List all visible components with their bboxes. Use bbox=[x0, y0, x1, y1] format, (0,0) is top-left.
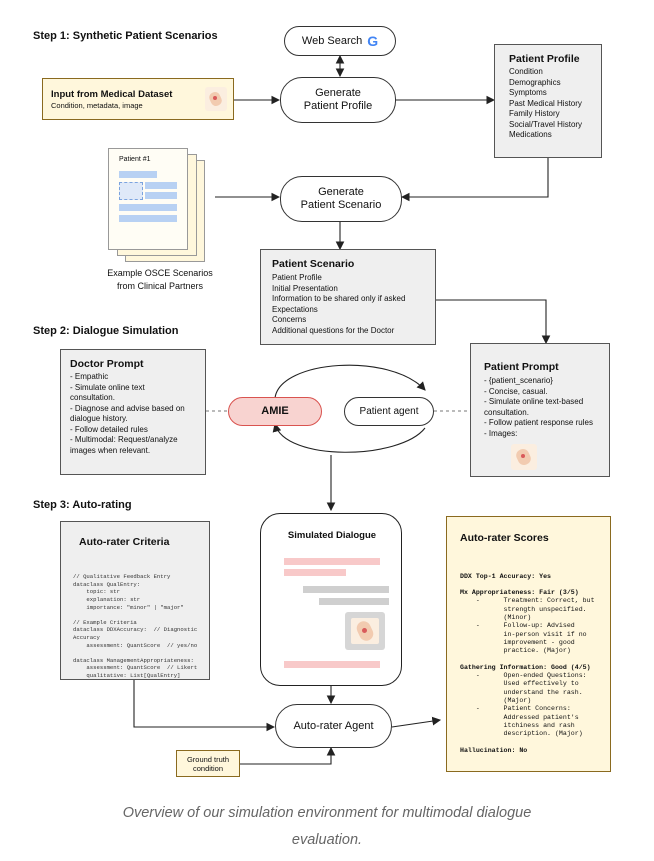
patient-prompt-item: - {patient_scenario} bbox=[484, 376, 553, 385]
generate-profile-line1: Generate bbox=[315, 87, 361, 99]
step2-heading: Step 2: Dialogue Simulation bbox=[33, 325, 179, 337]
doctor-prompt-item: consultation. bbox=[70, 393, 115, 402]
profile-item: Symptoms bbox=[509, 88, 547, 97]
step3-heading: Step 3: Auto-rating bbox=[33, 499, 132, 511]
patient-prompt-item: - Simulate online text-based bbox=[484, 397, 584, 406]
patient-prompt-item: consultation. bbox=[484, 407, 529, 417]
web-search-label: Web Search bbox=[301, 34, 363, 47]
doctor-prompt-item: - Simulate online text bbox=[70, 382, 145, 392]
scenario-item: Additional questions for the Doctor bbox=[272, 325, 395, 335]
generate-scenario-line2: Patient Scenario bbox=[300, 199, 382, 211]
caption-line2: evaluation. bbox=[291, 832, 363, 848]
auto-rater-scores-box: Auto-rater Scores DDX Top-1 Accuracy: Ye… bbox=[446, 516, 611, 772]
patient-prompt-box: Patient Prompt - {patient_scenario} - Co… bbox=[470, 343, 610, 477]
generate-scenario-line1: Generate bbox=[318, 186, 364, 198]
simulated-dialogue-box: Simulated Dialogue bbox=[260, 513, 402, 686]
scores-text: DDX Top-1 Accuracy: Yes Mx Appropriatene… bbox=[460, 572, 595, 754]
example-osce-label: Example OSCE Scenarios from Clinical Par… bbox=[90, 267, 230, 293]
figure-caption: Overview of our simulation environment f… bbox=[0, 800, 654, 854]
profile-item: Family History bbox=[509, 109, 560, 118]
doctor-prompt-item: images when relevant. bbox=[70, 445, 151, 455]
auto-rater-agent-label: Auto-rater Agent bbox=[293, 719, 374, 732]
scenario-item: Information to be shared only if asked bbox=[272, 294, 406, 303]
rash-image-icon bbox=[511, 444, 537, 470]
patient-agent-label: Patient agent bbox=[359, 406, 419, 417]
scenario-item: Concerns bbox=[272, 315, 307, 324]
doctor-prompt-item: - Empathic bbox=[70, 372, 109, 381]
profile-item: Social/Travel History bbox=[509, 119, 583, 129]
doctor-prompt-item: - Multimodal: Request/analyze bbox=[70, 435, 178, 444]
ground-truth-box: Ground truth condition bbox=[176, 750, 240, 777]
doctor-prompt-item: - Diagnose and advise based on bbox=[70, 403, 185, 413]
doctor-prompt-item: - Follow detailed rules bbox=[70, 424, 148, 434]
google-icon: G bbox=[367, 32, 379, 49]
example-label-line2: from Clinical Partners bbox=[116, 281, 204, 291]
patient-scenario-box: Patient Scenario Patient Profile Initial… bbox=[260, 249, 436, 345]
doctor-prompt-box: Doctor Prompt - Empathic - Simulate onli… bbox=[60, 349, 206, 475]
document-image-icon bbox=[119, 182, 143, 200]
patient-profile-box: Patient Profile Condition Demographics S… bbox=[494, 44, 602, 158]
patient-prompt-item: - Images: bbox=[484, 428, 518, 438]
dialogue-image-icon bbox=[345, 612, 385, 650]
step1-heading: Step 1: Synthetic Patient Scenarios bbox=[33, 30, 218, 42]
patient-scenario-title: Patient Scenario bbox=[272, 258, 355, 270]
web-search-node: Web Search G bbox=[284, 26, 396, 56]
profile-item: Medications bbox=[509, 130, 552, 139]
document-label: Patient #1 bbox=[119, 156, 151, 163]
example-label-line1: Example OSCE Scenarios bbox=[107, 268, 213, 278]
profile-item: Demographics bbox=[509, 77, 561, 87]
document-page: Patient #1 bbox=[108, 148, 188, 250]
profile-item: Past Medical History bbox=[509, 98, 582, 108]
amie-node: AMIE bbox=[228, 397, 322, 426]
scenario-item: Patient Profile bbox=[272, 273, 322, 282]
rash-image-icon bbox=[205, 87, 227, 111]
input-title: Input from Medical Dataset bbox=[51, 89, 173, 100]
caption-line1: Overview of our simulation environment f… bbox=[122, 805, 532, 821]
criteria-title: Auto-rater Criteria bbox=[79, 536, 170, 548]
patient-agent-node: Patient agent bbox=[344, 397, 434, 426]
scores-title: Auto-rater Scores bbox=[460, 532, 549, 544]
doctor-prompt-title: Doctor Prompt bbox=[70, 358, 144, 370]
amie-label: AMIE bbox=[261, 405, 289, 417]
input-subtitle: Condition, metadata, image bbox=[51, 101, 143, 110]
patient-prompt-title: Patient Prompt bbox=[484, 361, 559, 373]
generate-profile-node: Generate Patient Profile bbox=[280, 77, 396, 123]
doctor-prompt-item: dialogue history. bbox=[70, 414, 128, 423]
simulated-dialogue-title: Simulated Dialogue bbox=[287, 530, 377, 541]
auto-rater-agent-node: Auto-rater Agent bbox=[275, 704, 392, 748]
scenario-item: Initial Presentation bbox=[272, 283, 338, 293]
patient-profile-title: Patient Profile bbox=[509, 53, 580, 65]
profile-item: Condition bbox=[509, 67, 543, 76]
ground-truth-line2: condition bbox=[192, 764, 224, 773]
scenario-item: Expectations bbox=[272, 304, 318, 314]
auto-rater-criteria-box: Auto-rater Criteria // Qualitative Feedb… bbox=[60, 521, 210, 680]
input-dataset-box: Input from Medical Dataset Condition, me… bbox=[42, 78, 234, 120]
generate-profile-line2: Patient Profile bbox=[303, 100, 373, 112]
patient-prompt-item: - Concise, casual. bbox=[484, 386, 548, 396]
generate-scenario-node: Generate Patient Scenario bbox=[280, 176, 402, 222]
ground-truth-line1: Ground truth bbox=[186, 755, 230, 764]
patient-prompt-item: - Follow patient response rules bbox=[484, 418, 593, 427]
